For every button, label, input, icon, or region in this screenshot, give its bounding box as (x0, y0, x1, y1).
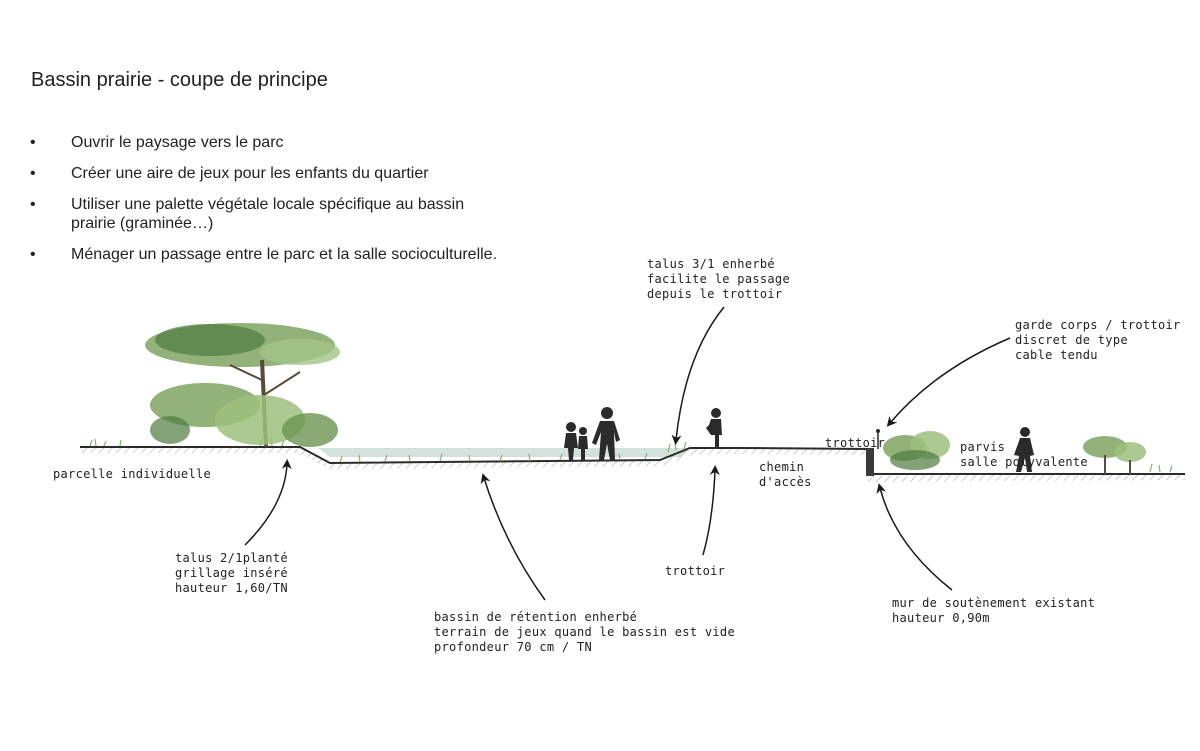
objective-text: Utiliser une palette végétale locale spé… (71, 196, 465, 232)
figure-walker (1014, 427, 1034, 472)
objective-text: Ménager un passage entre le parc et la s… (71, 246, 498, 263)
arrow-talus-31 (671, 306, 725, 445)
label-parvis: parvis salle polyvalente (960, 440, 1088, 469)
basin-water (318, 448, 690, 457)
objectives-list: • Ouvrir le paysage vers le parc • Créer … (30, 133, 500, 276)
annotation-arrows (244, 306, 1011, 601)
label-trottoir-bottom: trottoir (665, 564, 726, 578)
page-title: Bassin prairie - coupe de principe (31, 69, 328, 91)
arrow-mur (876, 483, 953, 591)
objective-text: Créer une aire de jeux pour les enfants … (71, 165, 429, 182)
shrubs-right (883, 431, 1146, 474)
figure-child (706, 408, 722, 448)
railing-post-top (876, 429, 880, 433)
label-trottoir-right: trottoir (825, 436, 886, 450)
figures-family (564, 407, 620, 460)
arrow-garde-corps (886, 337, 1011, 427)
tree-cluster-left (145, 323, 340, 448)
objective-item: • Ouvrir le paysage vers le parc (30, 133, 500, 152)
objective-text: Ouvrir le paysage vers le parc (71, 134, 284, 151)
arrow-bassin (480, 473, 546, 601)
objective-item: • Utiliser une palette végétale locale sp… (30, 195, 500, 233)
label-talus-21: talus 2/1planté grillage inséré hauteur … (175, 551, 288, 595)
objective-item: • Ménager un passage entre le parc et la … (30, 245, 500, 264)
bullet-icon: • (30, 196, 36, 213)
label-bassin: bassin de rétention enherbé terrain de j… (434, 610, 735, 654)
label-parcelle: parcelle individuelle (53, 467, 212, 481)
arrow-trottoir-bottom (702, 465, 720, 556)
bullet-icon: • (30, 246, 36, 263)
ground-hatch (80, 447, 1185, 482)
label-chemin: chemin d'accès (759, 460, 812, 489)
objective-item: • Créer une aire de jeux pour les enfants… (30, 164, 500, 183)
bullet-icon: • (30, 134, 36, 151)
label-garde-corps: garde corps / trottoir discret de type c… (1015, 318, 1181, 362)
grass-band (89, 436, 1173, 473)
label-talus-31: talus 3/1 enherbé facilite le passage de… (647, 257, 790, 301)
label-mur: mur de soutènement existant hauteur 0,90… (892, 596, 1096, 625)
retaining-wall (866, 448, 874, 476)
bullet-icon: • (30, 165, 36, 182)
arrow-talus-21 (244, 459, 292, 546)
